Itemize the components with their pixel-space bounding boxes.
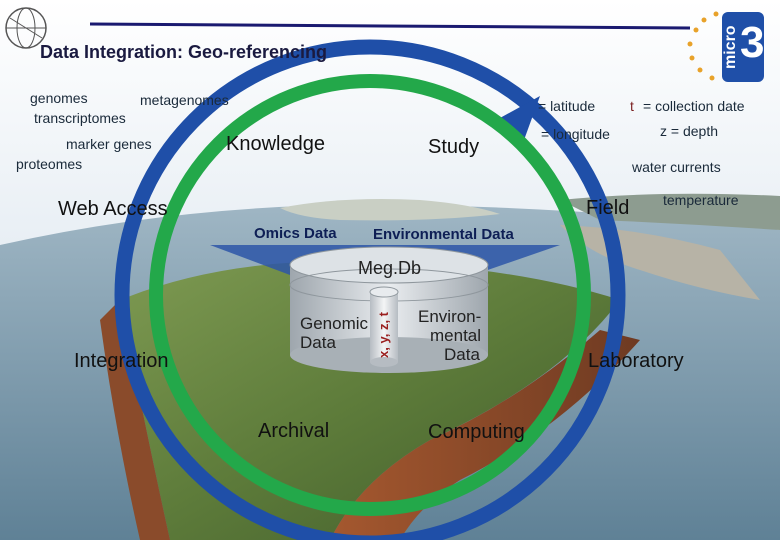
db-genomic-line1: Genomic xyxy=(300,314,369,333)
logo-digit: 3 xyxy=(740,18,765,67)
stage-archival: Archival xyxy=(258,420,330,442)
db-env-line2: mental xyxy=(430,326,482,345)
label-longitude: = longitude xyxy=(541,126,610,142)
label-proteomes: proteomes xyxy=(16,156,83,172)
stage-knowledge: Knowledge xyxy=(226,133,325,155)
label-temperature: temperature xyxy=(663,192,739,208)
label-time-variable: t xyxy=(630,98,634,114)
label-depth: z = depth xyxy=(660,123,718,139)
micro3-logo-icon xyxy=(687,11,764,82)
db-name: Meg.Db xyxy=(358,258,422,278)
stage-study: Study xyxy=(428,136,480,158)
label-genomes: genomes xyxy=(30,90,88,106)
outer-cycle-ring xyxy=(114,39,626,540)
label-metagenomes: metagenomes xyxy=(140,92,229,108)
west-cliff xyxy=(100,300,170,540)
label-transcriptomes: transcriptomes xyxy=(34,110,126,126)
label-environmental-data: Environmental Data xyxy=(373,226,514,243)
db-genomic-line2: Data xyxy=(300,333,336,352)
db-env-line3: Data xyxy=(444,345,480,364)
stage-field: Field xyxy=(586,197,630,219)
label-marker-genes: marker genes xyxy=(66,136,152,152)
far-coast xyxy=(560,193,780,230)
dune-island xyxy=(280,199,500,221)
stage-integration: Integration xyxy=(74,350,169,372)
inner-cycle-ring xyxy=(149,74,591,516)
label-collection-date: = collection date xyxy=(643,98,745,114)
label-latitude: = latitude xyxy=(538,98,596,114)
page-title: Data Integration: Geo-referencing xyxy=(40,42,328,62)
stage-web-access: Web Access xyxy=(58,198,168,220)
stage-computing: Computing xyxy=(428,421,525,443)
xyzt-cylinder xyxy=(369,286,399,367)
db-axis-label: x, y, z, t xyxy=(376,312,391,358)
header-rule xyxy=(89,22,691,30)
stage-laboratory: Laboratory xyxy=(588,350,684,372)
db-env-line1: Environ- xyxy=(418,307,482,326)
label-water-currents: water currents xyxy=(632,159,721,175)
label-omics-data: Omics Data xyxy=(254,225,337,242)
globe-emblem-icon xyxy=(5,7,47,49)
outer-ring-arrowhead xyxy=(500,96,540,140)
